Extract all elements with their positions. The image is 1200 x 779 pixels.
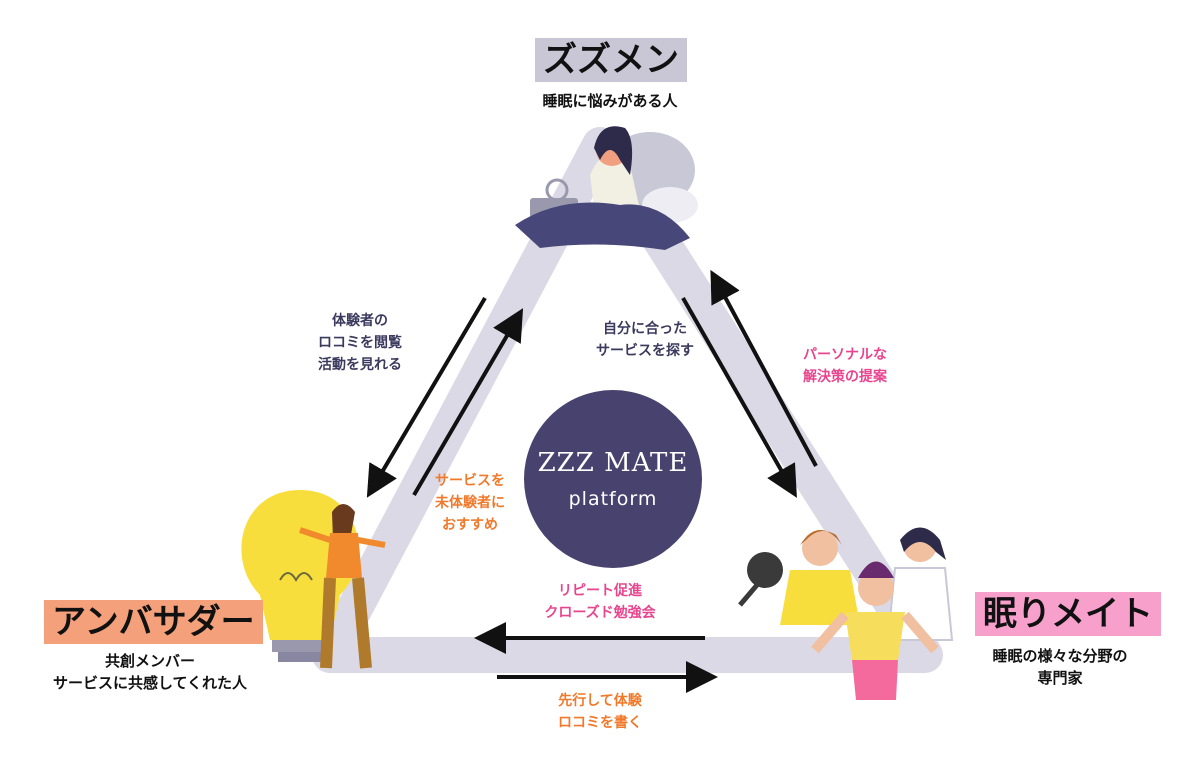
label-line: リピート促進 <box>558 583 642 599</box>
right-subtitle-line: 睡眠の様々な分野の <box>992 647 1128 665</box>
label-right-inner: 自分に合った サービスを探す <box>570 318 720 362</box>
label-bottom-outer: 先行して体験 ロコミを書く <box>530 690 670 734</box>
right-subtitle-line: 専門家 <box>1037 669 1083 687</box>
right-role-title: 眠りメイト <box>975 592 1161 636</box>
experts-illustration <box>738 527 954 700</box>
label-line: ロコミを書く <box>558 715 642 731</box>
label-line: サービスを <box>435 473 505 489</box>
right-role-subtitle: 睡眠の様々な分野の 専門家 <box>955 645 1165 689</box>
label-line: 先行して体験 <box>558 693 642 709</box>
label-line: ロコミを閲覧 <box>318 335 402 351</box>
center-subtitle: platform <box>568 488 658 510</box>
label-line: おすすめ <box>442 517 498 533</box>
left-role-title: アンバサダー <box>44 600 263 644</box>
label-line: クローズド勉強会 <box>544 605 656 621</box>
arrow-left-inner <box>412 308 524 497</box>
top-role-title: ズズメン <box>535 38 687 82</box>
label-bottom-inner: リピート促進 クローズド勉強会 <box>520 580 680 624</box>
arrow-right-outer <box>710 269 818 467</box>
top-role-subtitle: 睡眠に悩みがある人 <box>542 92 678 110</box>
label-line: 自分に合った <box>603 321 687 337</box>
arrow-left-outer <box>366 296 487 498</box>
label-line: 活動を見れる <box>318 357 402 373</box>
left-subtitle-line: 共創メンバー <box>104 652 195 670</box>
label-line: 解決策の提案 <box>803 369 887 385</box>
label-left-inner: サービスを 未体験者に おすすめ <box>415 470 525 536</box>
left-role-subtitle: 共創メンバー サービスに共感してくれた人 <box>20 650 280 694</box>
label-line: 未体験者に <box>435 495 505 511</box>
label-right-outer: パーソナルな 解決策の提案 <box>775 344 915 388</box>
label-line: 体験者の <box>332 313 388 329</box>
center-platform-circle: ZZZ MATE platform <box>524 390 702 568</box>
sleepless-person-illustration <box>515 126 698 250</box>
arrow-right-inner <box>681 297 797 498</box>
left-subtitle-line: サービスに共感してくれた人 <box>52 674 248 692</box>
label-left-outer: 体験者の ロコミを閲覧 活動を見れる <box>295 310 425 376</box>
center-title: ZZZ MATE <box>537 448 689 478</box>
label-line: パーソナルな <box>803 347 887 363</box>
label-line: サービスを探す <box>596 343 694 359</box>
triangle-band <box>312 127 943 673</box>
ambassador-illustration <box>241 490 386 669</box>
